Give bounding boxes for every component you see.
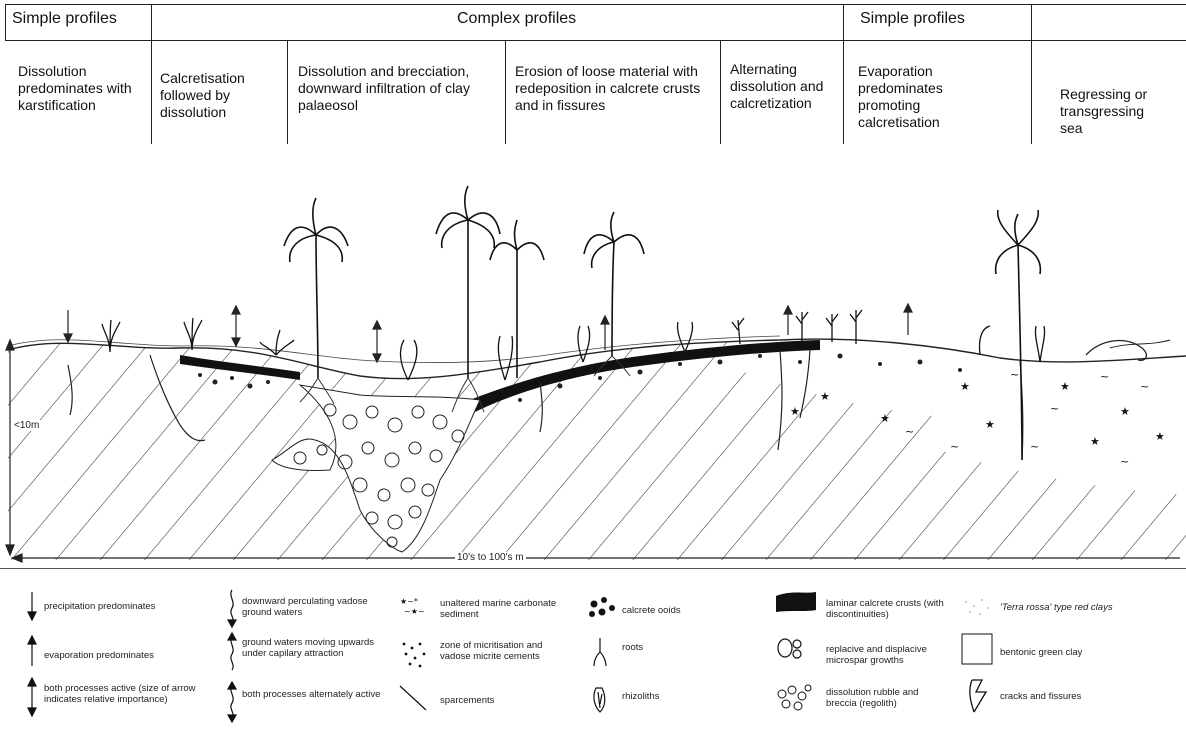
- process-label-calcretisation: Calcretisation followed by dissolution: [160, 70, 280, 121]
- breccia-icon: [778, 685, 811, 710]
- legend-label-green-clay: bentonic green clay: [1000, 647, 1180, 658]
- legend-label-cracks: cracks and fissures: [1000, 691, 1180, 702]
- col-divider-3: [505, 40, 506, 144]
- green-clay-box-icon: [962, 634, 992, 664]
- svg-text:★: ★: [880, 412, 890, 425]
- wavy-double-arrow-icon: [228, 682, 236, 722]
- process-label-brecciation: Dissolution and brecciation, downward in…: [298, 63, 498, 114]
- svg-text:★: ★: [1090, 435, 1100, 448]
- roots-icon: [594, 638, 606, 666]
- svg-text:★~*: ★~*: [400, 597, 418, 606]
- microspar-icon: [778, 639, 801, 658]
- svg-text:~: ~: [1010, 368, 1019, 381]
- header-top-border: [5, 4, 1186, 5]
- svg-text:~: ~: [1030, 440, 1039, 453]
- svg-text:~: ~: [1140, 380, 1149, 393]
- legend-label-terra-rossa: 'Terra rossa' type red clays: [1000, 602, 1180, 613]
- legend-label-vadose-waters: downward perculating vadose ground water…: [242, 596, 392, 618]
- col-divider-4: [720, 40, 721, 144]
- legend-label-micrite-zone: zone of micritisation and vadose micrite…: [440, 640, 565, 662]
- col-divider-5: [843, 4, 844, 144]
- svg-text:~: ~: [1100, 370, 1109, 383]
- svg-text:~: ~: [1050, 402, 1059, 415]
- legend-label-evaporation: evaporation predominates: [44, 650, 204, 661]
- header-left-border: [5, 4, 6, 40]
- svg-text:~★~: ~★~: [404, 607, 425, 616]
- legend-label-capillary-waters: ground waters moving upwards under capil…: [242, 637, 392, 659]
- rhizolith-icon: [594, 688, 605, 712]
- svg-text:★: ★: [960, 380, 970, 393]
- svg-text:★: ★: [1155, 430, 1165, 443]
- process-label-dissolution: Dissolution predominates with karstifica…: [18, 63, 143, 114]
- svg-text:~: ~: [950, 440, 959, 453]
- profile-header: Simple profiles Complex profiles Simple …: [0, 0, 1186, 150]
- svg-text:★: ★: [790, 405, 800, 418]
- up-arrow-icon: [28, 636, 36, 666]
- svg-text:~: ~: [905, 425, 914, 438]
- legend-label-sparcements: sparcements: [440, 695, 565, 706]
- col-divider-1: [151, 4, 152, 144]
- process-label-alternating: Alternating dissolution and calcretizati…: [730, 61, 838, 112]
- header-divider: [5, 40, 1186, 41]
- crack-icon: [970, 680, 986, 712]
- svg-text:★: ★: [820, 390, 830, 403]
- group-label-simple-left: Simple profiles: [12, 10, 117, 28]
- legend-label-roots: roots: [622, 642, 762, 653]
- svg-text:★: ★: [1060, 380, 1070, 393]
- legend-divider: [0, 568, 1186, 569]
- group-label-simple-right: Simple profiles: [860, 10, 965, 28]
- ooids-icon: [589, 597, 615, 617]
- legend-label-marine-sediment: unaltered marine carbonate sediment: [440, 598, 565, 620]
- marine-sediment-icon: ★~*~★~: [400, 597, 425, 616]
- depth-scale-label: <10m: [12, 420, 41, 431]
- svg-text:★: ★: [1120, 405, 1130, 418]
- legend-label-alternately-active: both processes alternately active: [242, 689, 392, 700]
- legend-label-both-active: both processes active (size of arrow ind…: [44, 683, 204, 705]
- col-divider-2: [287, 40, 288, 144]
- legend-label-breccia: dissolution rubble and breccia (regolith…: [826, 687, 951, 709]
- legend-label-precipitation: precipitation predominates: [44, 601, 204, 612]
- svg-text:★: ★: [985, 418, 995, 431]
- group-label-complex: Complex profiles: [457, 10, 576, 28]
- sea-wave: [1086, 341, 1146, 361]
- svg-text:~: ~: [1120, 455, 1129, 468]
- micrite-zone-icon: [403, 643, 426, 668]
- wavy-down-arrow-icon: [228, 590, 236, 627]
- legend-label-microspar: replacive and displacive microspar growt…: [826, 644, 951, 666]
- width-scale-label: 10's to 100's m: [455, 552, 526, 563]
- cross-section-diagram: ★ ★ ★ ★ ★ ★ ★ ★ ★ ~ ~ ~ ~ ~ ~ ~ ~: [0, 150, 1186, 570]
- legend-label-laminar-crusts: laminar calcrete crusts (with discontinu…: [826, 598, 951, 620]
- process-label-erosion: Erosion of loose material with redeposit…: [515, 63, 715, 114]
- double-arrow-icon: [28, 678, 36, 716]
- spar-line-icon: [400, 686, 426, 710]
- laminar-crust-icon: [776, 592, 816, 612]
- legend-label-ooids: calcrete ooids: [622, 605, 762, 616]
- col-divider-6: [1031, 4, 1032, 144]
- legend-label-rhizoliths: rhizoliths: [622, 691, 762, 702]
- process-label-evaporation: Evaporation predominates promoting calcr…: [858, 63, 978, 131]
- terra-rossa-icon: [965, 599, 989, 615]
- process-label-sea: Regressing or transgressing sea: [1060, 86, 1170, 137]
- wavy-up-arrow-icon: [228, 633, 236, 670]
- down-arrow-icon: [28, 592, 36, 620]
